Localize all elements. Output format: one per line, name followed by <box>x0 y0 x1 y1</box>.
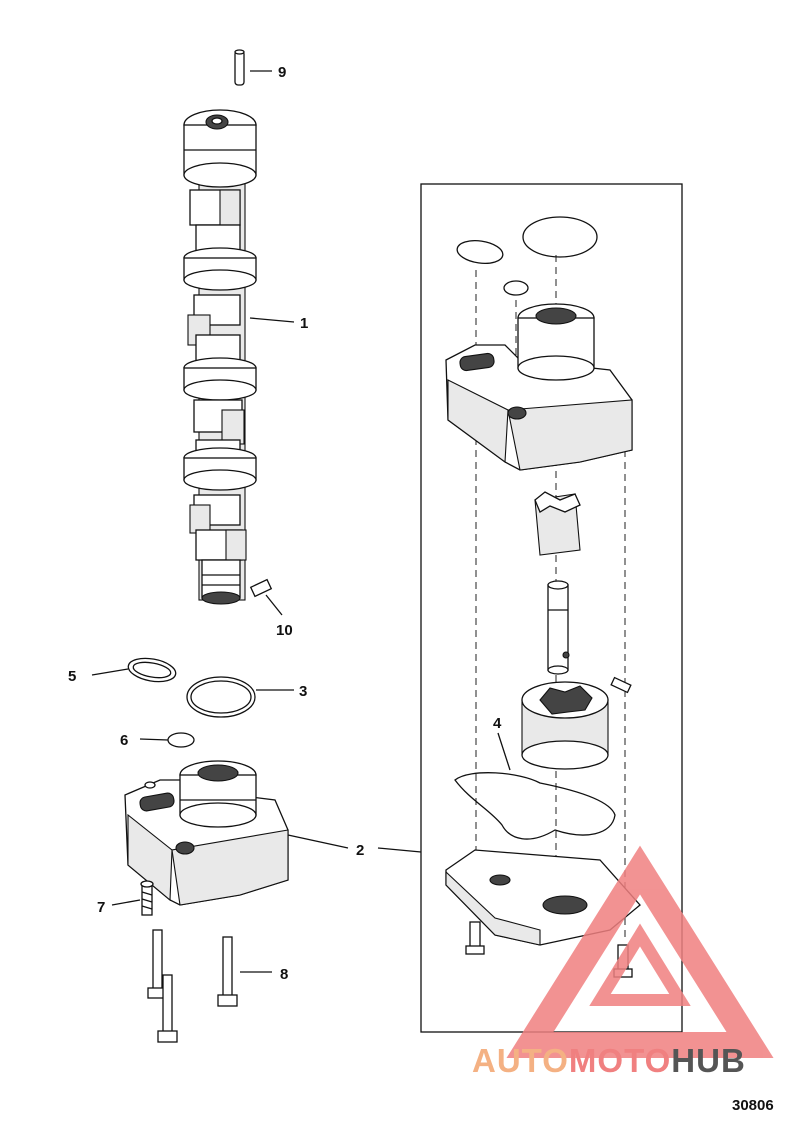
exploded-oval-seal <box>456 239 504 265</box>
callout-4: 4 <box>493 715 502 732</box>
watermark-logo <box>506 845 774 1058</box>
svg-text:AUTOMOTOHUB: AUTOMOTOHUB <box>472 1042 746 1079</box>
watermark-inner-triangle <box>589 923 691 1006</box>
inner-rotor <box>534 491 581 556</box>
callout-3: 3 <box>299 683 307 700</box>
watermark-triangle <box>506 845 774 1058</box>
exploded-o-ring <box>522 216 598 258</box>
dowel-item-10 <box>249 578 273 598</box>
leader-lines <box>91 70 511 973</box>
callout-9: 9 <box>278 64 286 81</box>
callout-labels: 9 1 10 5 3 6 4 2 7 8 <box>68 64 502 983</box>
callout-6: 6 <box>120 732 128 749</box>
watermark-auto: AUTO <box>472 1042 569 1079</box>
small-o-ring-item-6 <box>167 732 195 748</box>
callout-8: 8 <box>280 966 288 983</box>
oil-pump-housing-item-2 <box>124 760 289 906</box>
exploded-pin <box>610 676 632 694</box>
pin-item-9 <box>234 49 245 86</box>
oval-seal-item-5 <box>127 657 177 683</box>
outer-rotor <box>521 681 609 770</box>
callout-1: 1 <box>300 315 308 332</box>
callout-7: 7 <box>97 899 105 916</box>
callout-10: 10 <box>276 622 293 639</box>
screw-item-7 <box>140 880 154 916</box>
watermark-moto: MOTO <box>569 1042 671 1079</box>
figure-number: 30806 <box>732 1097 774 1114</box>
exploded-pump-housing <box>445 303 633 471</box>
bolts-item-8 <box>147 929 238 1043</box>
watermark-hub: HUB <box>671 1042 746 1079</box>
camshaft <box>183 109 257 605</box>
gasket-item-4 <box>454 772 616 840</box>
exploded-small-o-ring <box>503 280 529 296</box>
o-ring-item-3 <box>186 676 256 718</box>
pump-shaft <box>547 580 570 675</box>
callout-2: 2 <box>356 842 364 859</box>
callout-5: 5 <box>68 668 76 685</box>
